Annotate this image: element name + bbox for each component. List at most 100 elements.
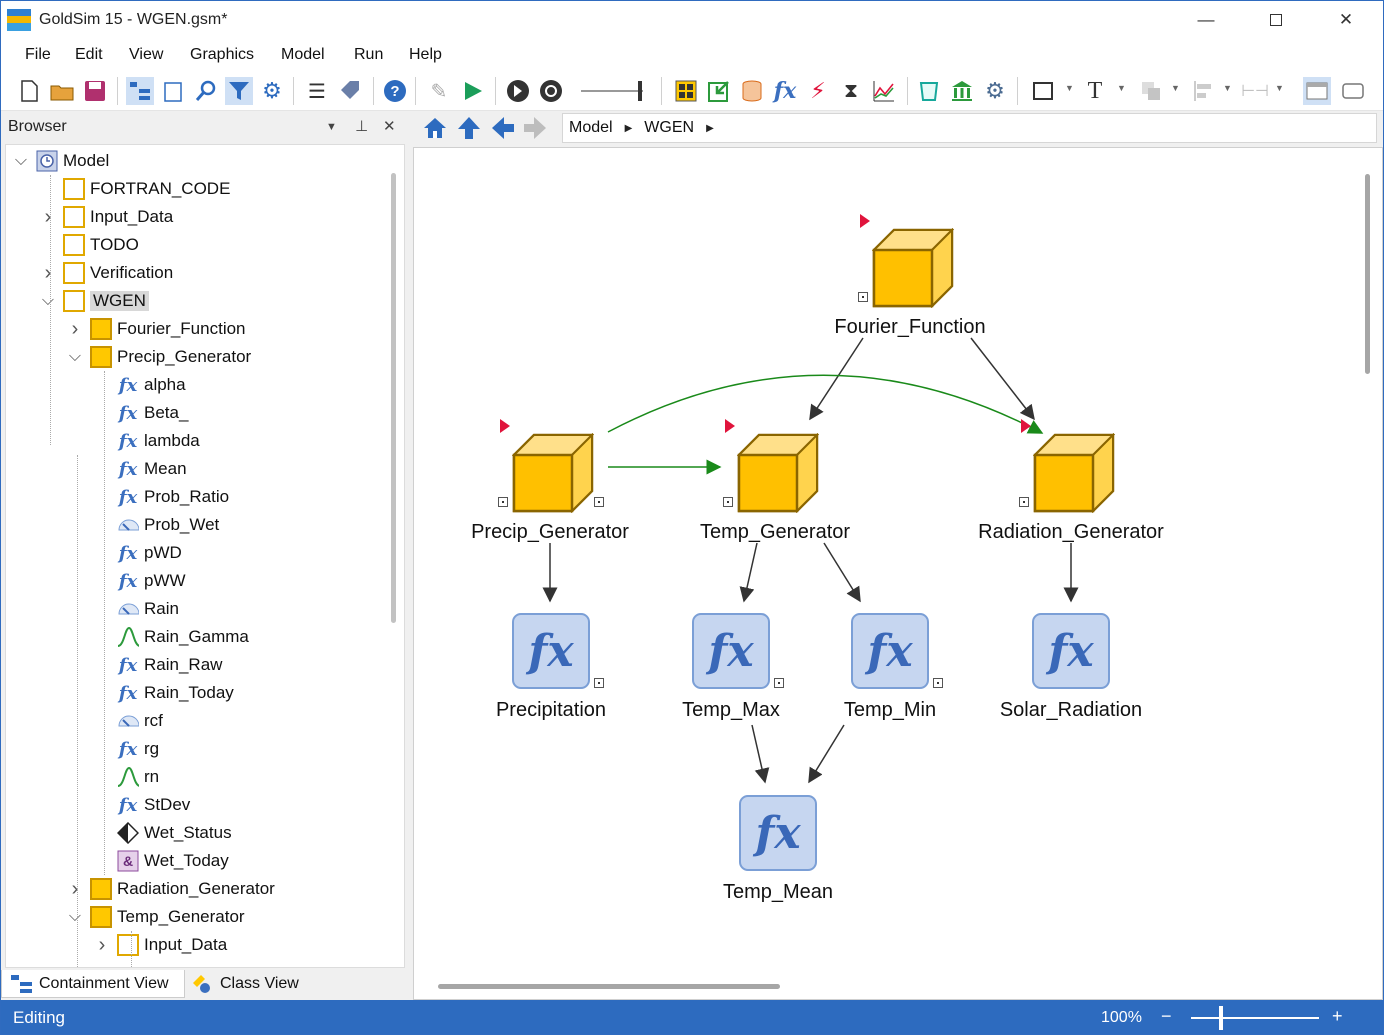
container-node-fourier[interactable]	[871, 227, 955, 313]
list-button[interactable]: ☰	[303, 77, 331, 105]
output-port-icon[interactable]	[774, 678, 784, 688]
timer-button[interactable]: ⧗	[837, 77, 865, 105]
financial-button[interactable]	[948, 77, 976, 105]
chevron-right-icon[interactable]: ›	[71, 877, 79, 900]
chevron-down-icon[interactable]: ▼	[1065, 83, 1074, 93]
tree-item[interactable]: Fourier_Function	[90, 315, 246, 343]
view-button[interactable]	[1303, 77, 1331, 105]
distribute-button[interactable]: ⊢⊣	[1241, 77, 1269, 105]
tag-button[interactable]	[336, 77, 364, 105]
close-button[interactable]: ✕	[1323, 1, 1369, 39]
container-node-temp[interactable]	[736, 432, 820, 518]
close-icon[interactable]: ✕	[383, 118, 396, 135]
expression-node-tmean[interactable]: fx	[739, 795, 817, 871]
input-port-icon[interactable]	[1019, 497, 1029, 507]
save-button[interactable]	[81, 77, 109, 105]
clipboard-button[interactable]	[159, 77, 187, 105]
expression-node-tmin[interactable]: fx	[851, 613, 929, 689]
chevron-down-icon[interactable]: ⌵	[14, 152, 28, 169]
reliability-button[interactable]: ⚙	[981, 77, 1009, 105]
chevron-right-icon[interactable]: ›	[71, 317, 79, 340]
up-button[interactable]	[455, 115, 483, 141]
pin-icon[interactable]: ⊥	[355, 118, 369, 135]
chevron-down-icon[interactable]: ⌵	[68, 348, 82, 365]
help-button[interactable]: ?	[381, 77, 409, 105]
tree-item[interactable]: Rain	[117, 595, 179, 623]
import-button[interactable]	[705, 77, 733, 105]
chevron-right-icon[interactable]: ›	[44, 205, 52, 228]
expression-node-solar[interactable]: fx	[1032, 613, 1110, 689]
output-port-icon[interactable]	[594, 678, 604, 688]
event-button[interactable]: ⚡	[804, 77, 832, 105]
chevron-down-icon[interactable]: ▼	[1223, 83, 1232, 93]
expression-button[interactable]: fx	[771, 77, 799, 105]
menu-edit[interactable]: Edit	[75, 46, 103, 63]
forward-button[interactable]	[521, 115, 549, 141]
tree-item[interactable]: Input_Data	[63, 203, 173, 231]
tree-item[interactable]: rn	[117, 763, 159, 791]
chevron-right-icon[interactable]: ›	[98, 933, 106, 956]
tree-item[interactable]: Temp_Generator	[90, 903, 245, 931]
maximize-button[interactable]	[1253, 1, 1299, 39]
pool-element-button[interactable]	[738, 77, 766, 105]
home-button[interactable]	[421, 115, 449, 141]
minimize-button[interactable]: —	[1183, 1, 1229, 39]
output-port-icon[interactable]	[933, 678, 943, 688]
chevron-right-icon[interactable]: ▶	[624, 122, 633, 134]
result-chart-button[interactable]	[870, 77, 898, 105]
canvas-horizontal-scrollbar[interactable]	[438, 984, 780, 989]
tree-item[interactable]: Verification	[63, 259, 173, 287]
open-file-button[interactable]	[48, 77, 76, 105]
align-button[interactable]	[1189, 77, 1217, 105]
zoom-slider-track[interactable]	[1191, 1017, 1319, 1019]
tree-scrollbar[interactable]	[386, 145, 404, 967]
zoom-in-button[interactable]: +	[1332, 1006, 1343, 1026]
menu-help[interactable]: Help	[409, 46, 442, 63]
chevron-down-icon[interactable]: ▼	[1117, 83, 1126, 93]
tree-item[interactable]: Prob_Wet	[117, 511, 219, 539]
cell-button[interactable]	[915, 77, 943, 105]
zoom-slider-thumb[interactable]	[1219, 1006, 1223, 1030]
expression-node-tmax[interactable]: fx	[692, 613, 770, 689]
menu-graphics[interactable]: Graphics	[190, 46, 255, 63]
text-tool-button[interactable]: T	[1081, 77, 1109, 105]
speed-slider-thumb[interactable]	[638, 81, 642, 101]
tree-item[interactable]: Radiation_Generator	[90, 875, 275, 903]
chevron-right-icon[interactable]: ›	[44, 261, 52, 284]
step-button[interactable]	[504, 77, 532, 105]
shape-button[interactable]	[1339, 77, 1367, 105]
tree-item[interactable]: TODO	[63, 231, 139, 259]
input-port-icon[interactable]	[858, 292, 868, 302]
edit-mode-button[interactable]: ✎	[425, 77, 453, 105]
run-button[interactable]	[459, 77, 487, 105]
arrange-button[interactable]	[1137, 77, 1165, 105]
rectangle-tool-button[interactable]	[1029, 77, 1057, 105]
tree-item[interactable]: Precip_Generator	[90, 343, 251, 371]
expression-node-precipitation[interactable]: fx	[512, 613, 590, 689]
output-port-icon[interactable]	[594, 497, 604, 507]
tree-item[interactable]: Wet_Status	[117, 819, 232, 847]
menu-run[interactable]: Run	[354, 46, 384, 63]
tab-class-view[interactable]: Class View	[191, 970, 299, 998]
find-button[interactable]	[192, 77, 220, 105]
dashboard-button[interactable]	[672, 77, 700, 105]
new-file-button[interactable]	[15, 77, 43, 105]
back-button[interactable]	[489, 115, 517, 141]
options-button[interactable]: ⚙	[258, 77, 286, 105]
chevron-down-icon[interactable]: ⌵	[68, 908, 82, 925]
reset-button[interactable]	[537, 77, 565, 105]
menu-file[interactable]: File	[25, 46, 51, 63]
tree-scrollbar-thumb[interactable]	[391, 173, 396, 623]
chevron-down-icon[interactable]: ▼	[326, 121, 337, 133]
chevron-down-icon[interactable]: ⌵	[41, 292, 55, 309]
